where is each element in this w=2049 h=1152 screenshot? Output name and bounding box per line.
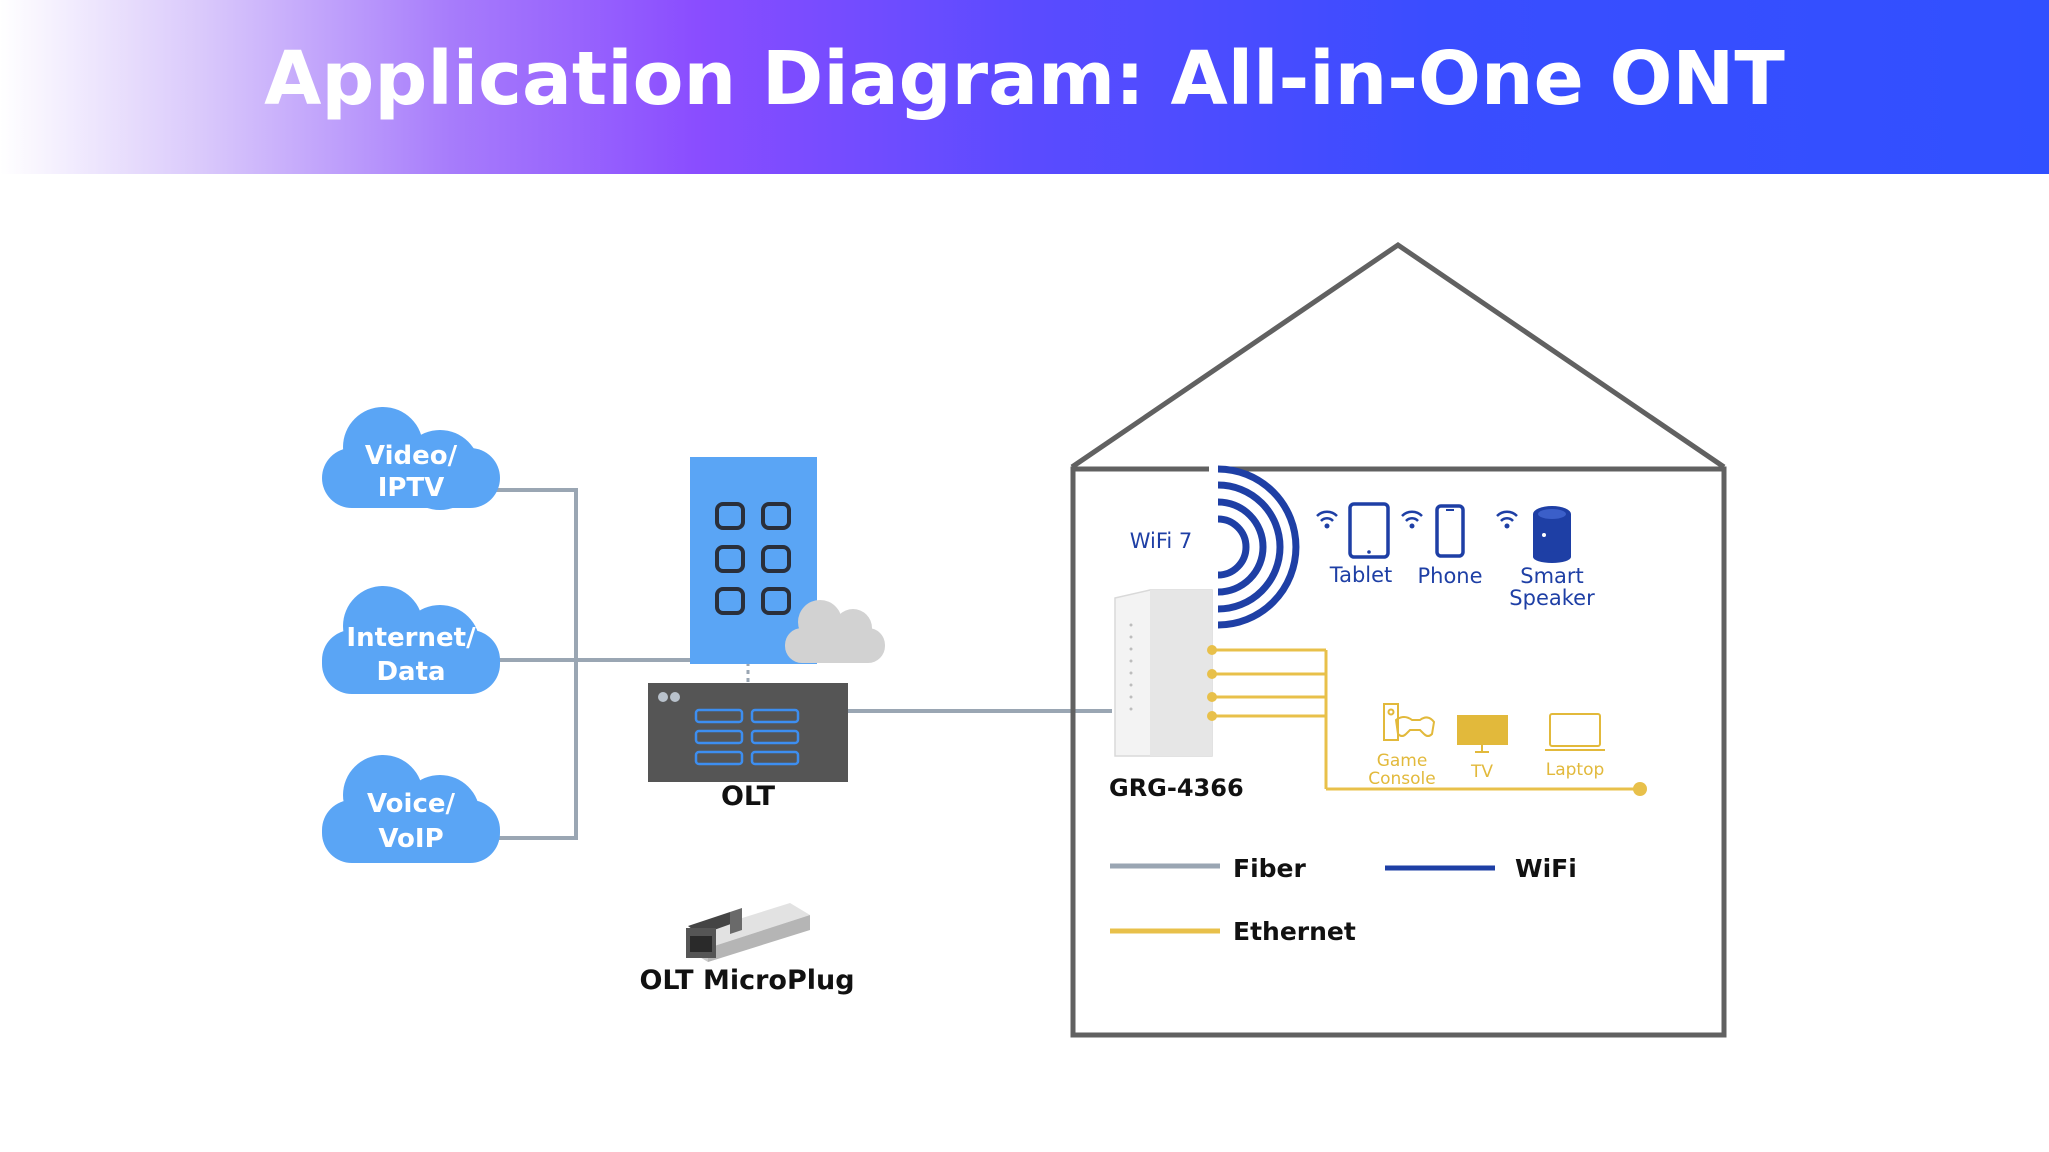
cloud-voice-voip: Voice/ VoIP [322,755,500,863]
title-banner: Application Diagram: All-in-One ONT [0,0,2049,174]
small-cloud-icon [785,600,885,663]
cloud-label-line2: Data [376,657,445,687]
wifi-7-label: WiFi 7 [1130,529,1193,553]
cloud-label-line1: Internet/ [346,623,476,653]
page-title: Application Diagram: All-in-One ONT [264,36,1785,122]
device-label: Speaker [1509,586,1595,610]
wifi-signal-icon [1217,465,1300,629]
ethernet-wiring [1212,648,1640,791]
device-label: Game [1377,751,1428,771]
cloud-label-line1: Voice/ [367,789,456,819]
smart-speaker-icon [1533,506,1571,563]
ont-device-icon [1114,589,1213,757]
tablet-icon [1348,502,1390,559]
device-label: TV [1470,762,1493,782]
laptop-icon [1545,713,1605,751]
ethernet-ports [1207,645,1647,796]
fiber-bus [495,488,1112,840]
cloud-label-line1: Video/ [365,441,458,471]
legend-label-ethernet: Ethernet [1233,917,1356,946]
tv-icon [1457,715,1508,753]
wifi-small-icon [1316,510,1518,522]
legend-label-fiber: Fiber [1233,854,1306,883]
wifi-small-dots [1324,523,1510,529]
device-label: Smart [1520,564,1584,588]
house-outline [1070,241,1727,1038]
ont-model-label: GRG-4366 [1109,774,1244,802]
cloud-label-line2: IPTV [378,473,445,503]
legend-label-wifi: WiFi [1515,854,1577,883]
device-label: Console [1368,769,1436,789]
server-tower-icon [690,457,817,664]
cloud-video-iptv: Video/ IPTV [322,407,500,510]
olt-chassis-icon [648,683,848,782]
cloud-internet-data: Internet/ Data [322,586,500,694]
device-label: Laptop [1546,760,1605,780]
game-console-icon [1383,703,1436,741]
device-label: Phone [1417,564,1482,588]
olt-label: OLT [721,781,776,812]
device-label: Tablet [1329,563,1393,587]
phone-icon [1435,504,1465,558]
microplug-label: OLT MicroPlug [639,965,854,996]
cloud-label-line2: VoIP [378,824,443,854]
legend: Fiber WiFi Ethernet [1110,854,1577,946]
olt-microplug-icon [686,903,810,962]
